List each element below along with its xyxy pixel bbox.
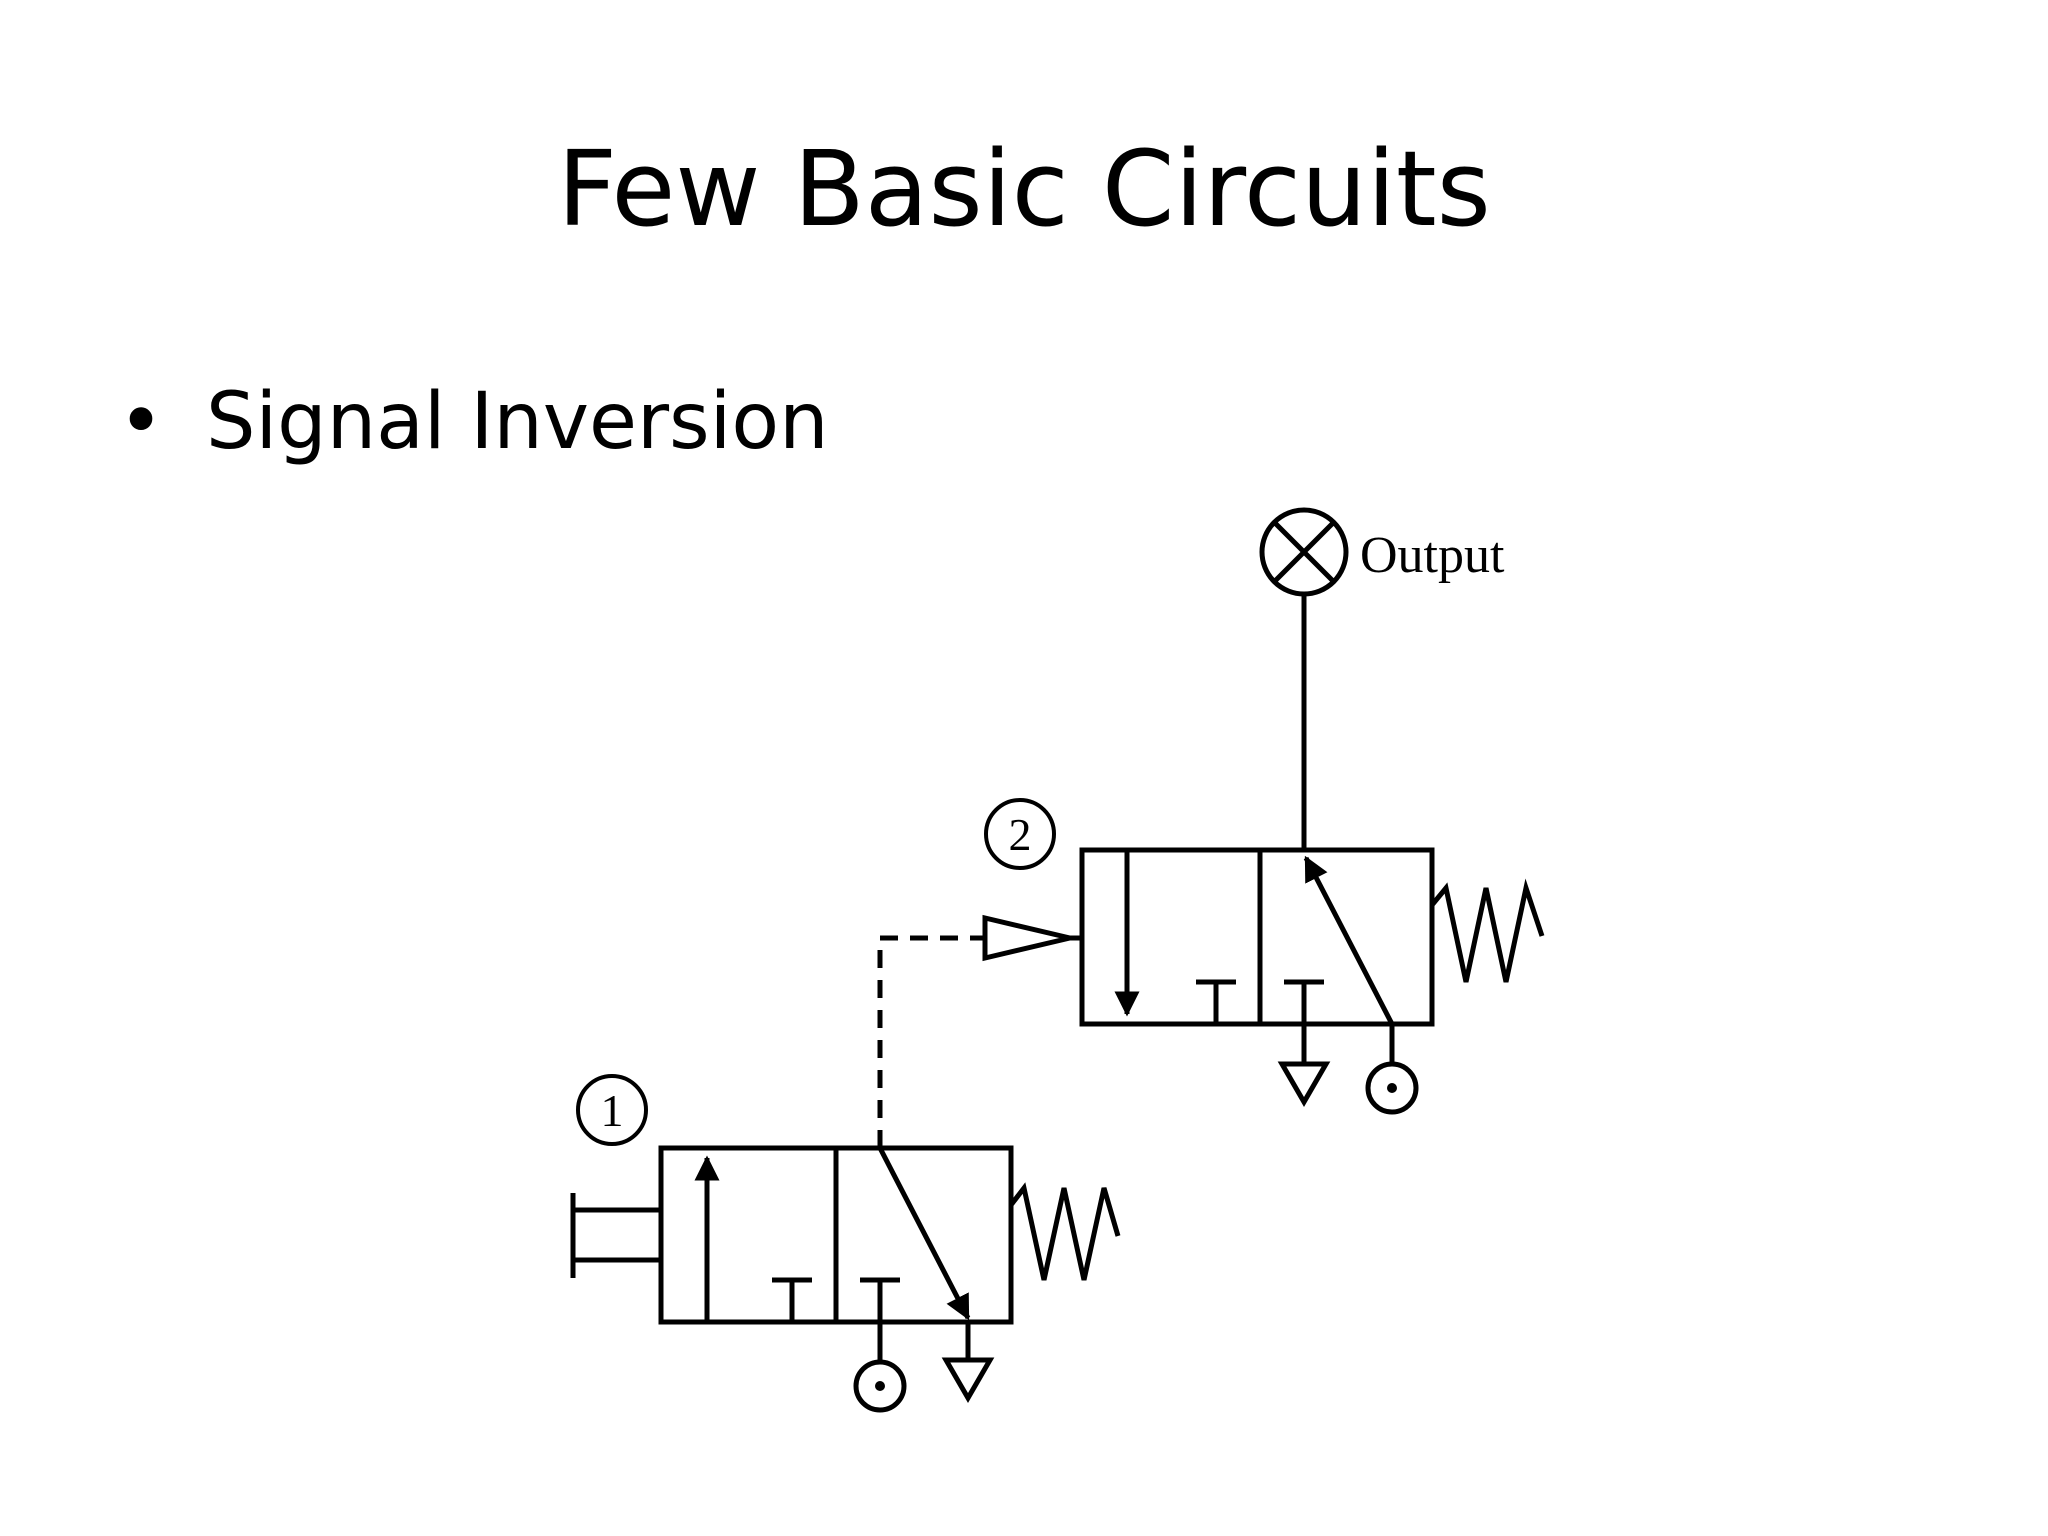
output-label: Output [1360, 527, 1505, 584]
flow-arrow-diagonal-icon [877, 1146, 971, 1321]
push-button-actuator-icon [570, 1193, 661, 1278]
bullet-item: • Signal Inversion [118, 377, 829, 468]
slide-title: Few Basic Circuits [557, 128, 1491, 250]
pressure-source-icon [1365, 1024, 1419, 1115]
valve-1: 1 [570, 1074, 1121, 1413]
spring-icon [1009, 1182, 1121, 1281]
valve-2-body [1079, 847, 1435, 1027]
bullet-icon: • [118, 377, 165, 467]
valve-1-number: 1 [601, 1085, 624, 1136]
pressure-source-icon [853, 1322, 907, 1413]
valve-2: 2 [984, 798, 1545, 1115]
blocked-port-icon [1196, 979, 1236, 1024]
valve-2-label: 2 [984, 798, 1056, 870]
spring-icon [1430, 878, 1545, 983]
valve-2-number: 2 [1009, 809, 1032, 860]
blocked-port-icon [772, 1277, 812, 1322]
exhaust-icon [1277, 1024, 1331, 1107]
pilot-signal-line [877, 914, 1082, 1148]
output-indicator: Output [1259, 507, 1505, 850]
pilot-actuator-icon [982, 914, 1071, 962]
exhaust-icon [941, 1322, 995, 1403]
blocked-port-icon [1284, 979, 1324, 1024]
output-lamp-icon [1259, 507, 1349, 597]
bullet-text: Signal Inversion [206, 377, 829, 467]
valve-1-label: 1 [576, 1074, 648, 1146]
flow-arrow-diagonal-icon [1303, 855, 1395, 1026]
blocked-port-icon [860, 1277, 900, 1322]
